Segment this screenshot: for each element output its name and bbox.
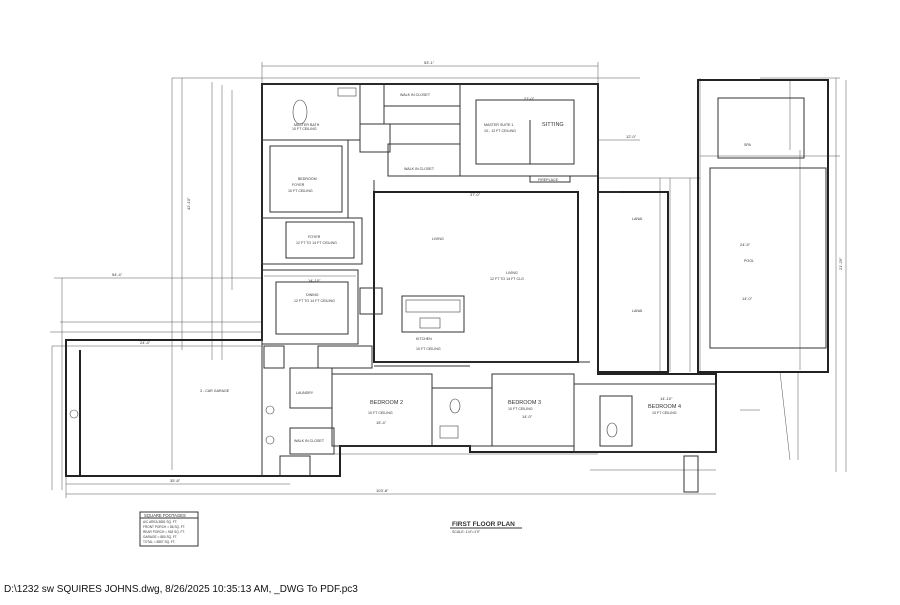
dim-overall-bottom: 103'-8" [376, 488, 389, 493]
ceiling-bedroom-3: 10 FT CEILING [508, 407, 533, 411]
ceiling-master-bath: 10 FT CEILING [292, 127, 317, 131]
room-lanai-upper: LANAI [632, 217, 642, 221]
dim-bedroom2-width: 15'-4" [376, 420, 387, 425]
ceiling-foyer: 12 FT TO 14 FT CEILING [296, 241, 337, 245]
dim-overall-top: 53'-1" [424, 60, 435, 65]
room-walk-in-closet-mid: WALK IN CLOSET [404, 167, 435, 171]
room-bedroom-4: BEDROOM 4 [648, 404, 681, 410]
room-dining: DINING [306, 293, 319, 297]
dim-bedroom4-width: 14'-10" [660, 396, 673, 401]
sqft-heading: SQUARE FOOTAGES [144, 513, 186, 518]
dimension-lines [50, 62, 847, 498]
dim-dining-width: 14'-10" [308, 278, 321, 283]
fireplace: FIREPLACE [529, 175, 571, 183]
dim-left-mid: 54'-4" [112, 272, 123, 277]
ceiling-bedroom-4: 10 FT CEILING [652, 411, 677, 415]
room-bedroom-1: BEDROOM [298, 177, 317, 181]
room-master-bath: MASTER BATH [294, 123, 320, 127]
sqft-row-rear-porch: REAR PORCH = 918 SQ. FT. [143, 530, 185, 534]
room-bedroom-3: BEDROOM 3 [508, 400, 541, 406]
garage [69, 340, 275, 476]
dimension-labels: 53'-1" 103'-8" 35'-8" 24'-4" 42'-10" 54'… [112, 60, 843, 493]
room-laundry: LAUNDRY [296, 391, 314, 395]
dim-pool-len: 14'-0" [742, 296, 753, 301]
room-sitting: SITTING [542, 122, 564, 128]
dim-pool-width: 24'-5" [740, 242, 751, 247]
ceiling-dining: 12 FT TO 14 FT CEILING [294, 299, 335, 303]
dim-garage-bottom: 35'-8" [170, 478, 181, 483]
room-living: LIVING [506, 271, 518, 275]
room-garage: 3 - CAR GARAGE [200, 389, 230, 393]
room-foyer: FOYER [308, 235, 321, 239]
room-kitchen: KITCHEN [416, 337, 432, 341]
dim-right-overall: 21'-29" [838, 257, 843, 270]
square-footage-table: SQUARE FOOTAGES A/C AREA 3881 SQ. FT. FR… [139, 511, 199, 547]
sqft-row-front-porch: FRONT PORCH = 86 SQ. FT. [143, 525, 185, 529]
ceiling-bedroom-2: 10 FT CEILING [368, 411, 393, 415]
dim-left-top: 42'-10" [186, 197, 191, 210]
ceiling-kitchen: 10 FT CEILING [416, 347, 441, 351]
plan-scale: SCALE: 1/4"=1'0" [452, 530, 481, 534]
interior-walls [261, 83, 717, 477]
room-walk-in-closet-low: WALK IN CLOSET [294, 439, 325, 443]
room-walk-in-closet-top: WALK IN CLOSET [400, 93, 431, 97]
fireplace-label: FIREPLACE [538, 178, 559, 182]
side-note-box [683, 455, 699, 493]
ceiling-bedroom-1: 10 FT CEILING [288, 189, 313, 193]
room-spa: SPA [744, 143, 752, 147]
plan-title: FIRST FLOOR PLAN [452, 521, 515, 528]
sqft-row-garage: GARAGE = 880 SQ. FT. [143, 535, 177, 539]
plan-title-block: FIRST FLOOR PLAN SCALE: 1/4"=1'0" [450, 521, 522, 534]
house-walls [65, 83, 717, 477]
room-master-suite: MASTER SUITE 1 [484, 123, 514, 127]
dim-master-width: 21'-0" [524, 96, 535, 101]
sqft-row-total: TOTAL = 5857 SQ. FT. [143, 540, 175, 544]
room-living-upper: LIVING [432, 237, 444, 241]
room-pool: POOL [744, 259, 754, 263]
room-labels: MASTER BATH 10 FT CEILING WALK IN CLOSET… [200, 93, 754, 443]
room-lanai-lower: LANAI [632, 309, 642, 313]
file-path-footer: D:\1232 sw SQUIRES JOHNS.dwg, 8/26/2025 … [4, 584, 358, 595]
dim-bedroom3-width: 14'-0" [522, 414, 533, 419]
dim-lanai-left: 12'-0" [626, 134, 637, 139]
ceiling-master-suite: 10 - 12 FT CEILING [484, 129, 516, 133]
sqft-row-ac: A/C AREA 3881 SQ. FT. [143, 520, 177, 524]
dim-living-width: 37'-0" [470, 192, 481, 197]
lanai-pool [598, 79, 829, 373]
dim-garage-side: 24'-4" [140, 340, 151, 345]
room-bedroom-2: BEDROOM 2 [370, 400, 403, 406]
ceiling-living: 12 FT TO 14 FT CLG [490, 277, 524, 281]
room-foyer-top: FOYER [292, 183, 305, 187]
